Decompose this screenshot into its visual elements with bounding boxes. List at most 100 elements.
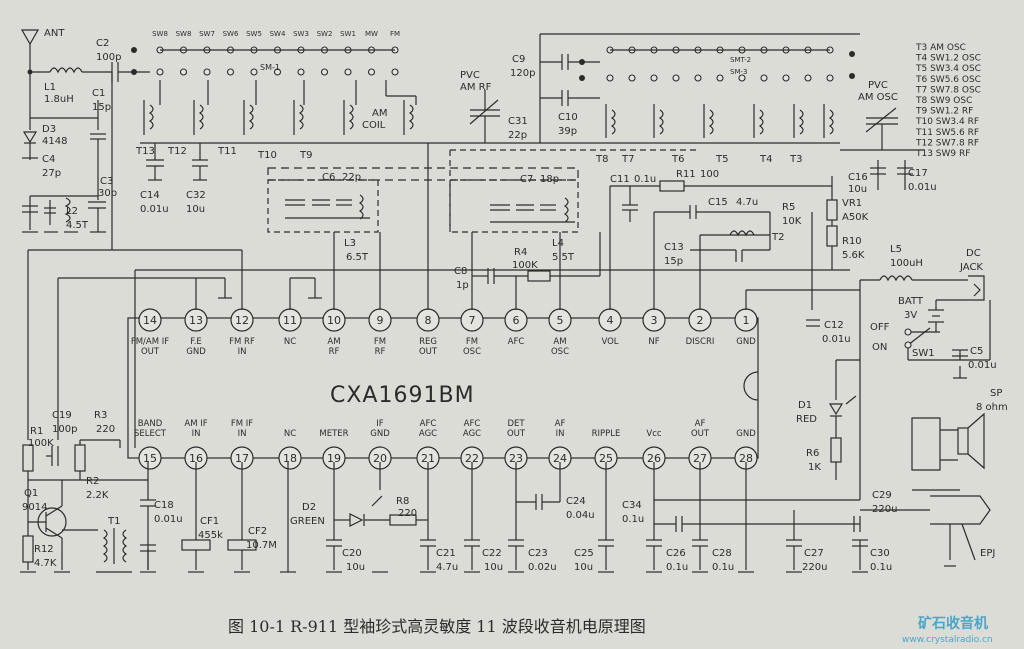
pin-label: GND [736, 337, 756, 347]
pvc2-sub: AM OSC [858, 92, 898, 103]
q1-label: Q1 [24, 488, 38, 499]
batt-label: BATT [898, 296, 924, 307]
c15-value: 4.7u [736, 197, 758, 208]
c17-label: C17 [908, 168, 928, 179]
pin-label: IN [192, 429, 201, 439]
pin-label: GND [370, 429, 390, 439]
t5-label: T5 [715, 154, 728, 165]
ic-pin-19: 19 METER [319, 429, 349, 470]
c8-label: C8 [454, 266, 467, 277]
pin-label: GND [186, 347, 206, 357]
pvc-am-osc: PVC AM OSC C16 10u C17 0.01u [840, 51, 937, 195]
band-switch-5: SW4 [270, 30, 286, 76]
pin-label: DISCRI [686, 337, 715, 347]
c14-label: C14 [140, 190, 160, 201]
c15-label: C15 [708, 197, 728, 208]
band-switch-7: SW2 [317, 30, 333, 76]
t9-label: T9 [299, 150, 312, 161]
c13-label: C13 [664, 242, 684, 253]
d2-label: D2 [302, 502, 316, 513]
pvc1-sub: AM RF [460, 82, 492, 93]
pin-number: 27 [693, 452, 707, 465]
pin-number: 19 [327, 452, 341, 465]
d2-value: GREEN [290, 516, 325, 527]
pin-number: 21 [421, 452, 435, 465]
pin-label: IN [556, 429, 565, 439]
cf1-label: CF1 [200, 516, 219, 527]
c17-value: 0.01u [908, 182, 937, 193]
smt2-label: SMT-2 [730, 56, 751, 64]
pin-label: AGC [419, 429, 437, 439]
c32-label: C32 [186, 190, 206, 201]
pin-label: DET [507, 419, 525, 429]
fm-tuning: C6 22p C7 18p L3 6.5T L4 5.5T [267, 149, 700, 263]
c30-value: 0.1u [870, 562, 892, 573]
c29-value: 220u [872, 504, 897, 515]
r10-label: R10 [842, 236, 862, 247]
pin-number: 3 [651, 314, 658, 327]
l3-value: 6.5T [346, 252, 369, 263]
c3-label: C3 [100, 176, 113, 187]
am-coil-label2: COIL [362, 120, 386, 131]
pin-label: REG [419, 337, 437, 347]
switch-label: SW2 [317, 30, 333, 38]
pin-label: VOL [601, 337, 618, 347]
pin-label: METER [319, 429, 348, 439]
c31-value: 22p [508, 130, 527, 141]
r8-value: 220 [398, 508, 417, 519]
af-section: D2 GREEN R8 220 C20 10u C21 4.7u C22 10u… [20, 462, 897, 573]
cf2-label: CF2 [248, 526, 267, 537]
c1-label: C1 [92, 88, 105, 99]
t8-label: T8 [595, 154, 608, 165]
c16-label: C16 [848, 172, 868, 183]
c12-label: C12 [824, 320, 844, 331]
c24-label: C24 [566, 496, 586, 507]
pin-label: RIPPLE [592, 429, 621, 439]
rf-coils: T13 T12 T11 T10 T9 AM COIL C14 0.01u C32… [135, 80, 840, 215]
r11-value: 100 [700, 169, 719, 180]
legend-item: T6 SW5.6 OSC [915, 75, 981, 85]
l4-value: 5.5T [552, 252, 575, 263]
antenna-section: ANT L1 1.8uH C2 100p C1 15p D3 4148 C4 2… [20, 28, 242, 251]
pin-number: 2 [697, 314, 704, 327]
pin-number: 15 [143, 452, 157, 465]
watermark-title: 矿石收音机 [918, 615, 988, 632]
c3-value: 30p [98, 188, 117, 199]
t2-label: T2 [771, 232, 784, 243]
ic-body: CXA1691BM [127, 317, 759, 459]
pin-label: FM RF [229, 337, 255, 347]
c4-label: C4 [42, 154, 55, 165]
pin-label: FM [374, 337, 386, 347]
legend-item: T3 AM OSC [915, 43, 966, 53]
c8-value: 1p [456, 280, 469, 291]
pin-label: NF [648, 337, 659, 347]
pin-label: OUT [419, 347, 438, 357]
c5-label: C5 [970, 346, 983, 357]
pin-number: 10 [327, 314, 341, 327]
r5-value: 10K [782, 216, 802, 227]
c31-label: C31 [508, 116, 528, 127]
switch-label: SW7 [199, 30, 215, 38]
d3-value: 4148 [42, 136, 67, 147]
pin-number: 24 [553, 452, 567, 465]
c11-value: 0.1u [634, 174, 656, 185]
pin-number: 12 [235, 314, 249, 327]
pin-number: 11 [283, 314, 297, 327]
vr1-label: VR1 [842, 198, 862, 209]
pin-label: IN [238, 347, 247, 357]
c30-label: C30 [870, 548, 890, 559]
legend-item: T11 SW5.6 RF [915, 128, 979, 138]
l1-value: 1.8uH [44, 94, 74, 105]
if-amp-section: R1 100K C19 100p R3 220 R2 2.2K Q1 9014 … [22, 249, 277, 570]
r5-label: R5 [782, 202, 795, 213]
t3-label: T3 [789, 154, 802, 165]
switch-label: SW1 [340, 30, 356, 38]
